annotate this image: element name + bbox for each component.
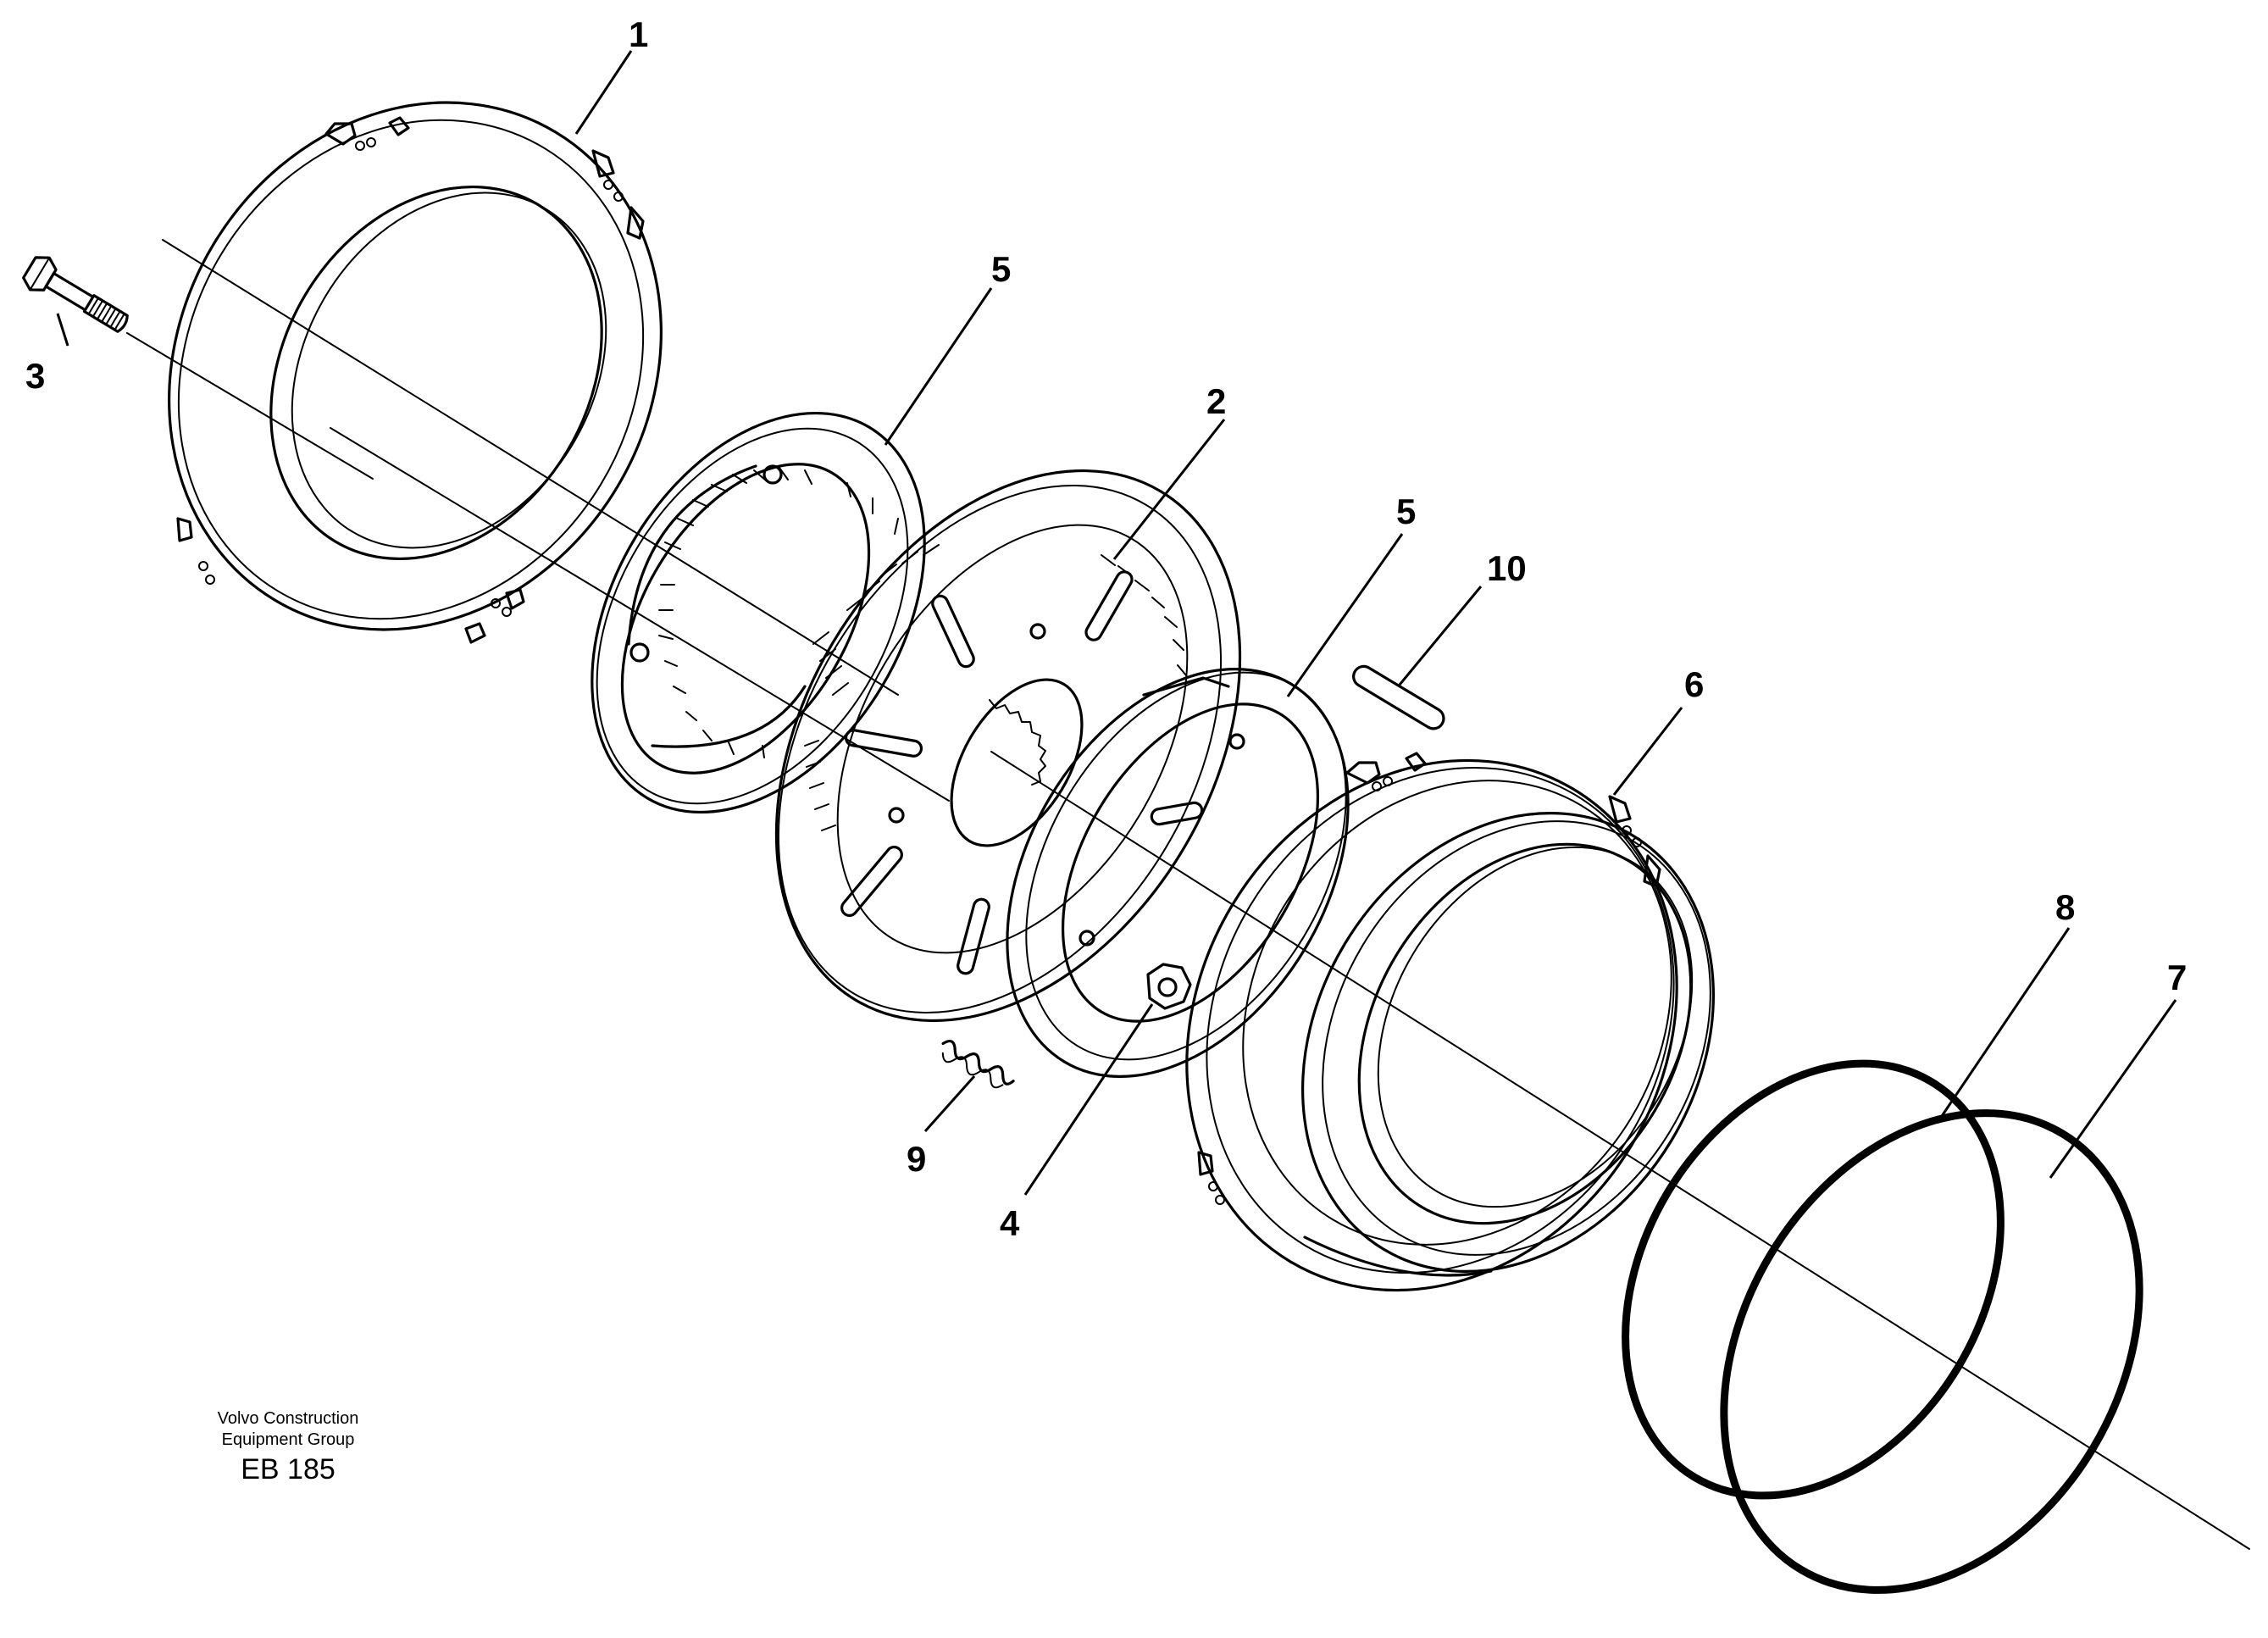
drawing-code: EB 185 (241, 1453, 335, 1485)
callout-8: 8 (2055, 887, 2075, 927)
o-ring-part-7 (1720, 1109, 2143, 1594)
assembly-axis (126, 239, 2250, 1550)
friction-disc-part-2 (774, 469, 1242, 1023)
o-ring-part-8 (1622, 1059, 2005, 1500)
callout-7: 7 (2167, 958, 2187, 997)
bolt-part-3 (22, 256, 129, 333)
callout-1: 1 (629, 14, 648, 54)
callout-labels: 1 2 3 4 5 5 6 7 8 9 10 (25, 14, 2187, 1243)
callout-9: 9 (907, 1139, 926, 1179)
publisher-credit: Volvo Construction Equipment Group EB 18… (169, 1408, 407, 1486)
outer-disc-part-1 (168, 101, 663, 644)
callout-leaders (56, 50, 2177, 1196)
piston-housing-part-6 (1185, 752, 1715, 1292)
credit-line-2: Equipment Group (221, 1430, 355, 1449)
callout-2: 2 (1206, 381, 1226, 421)
credit-line-1: Volvo Construction (217, 1409, 359, 1428)
callout-10: 10 (1487, 548, 1527, 588)
callout-4: 4 (1000, 1203, 1020, 1243)
nut-part-4 (1146, 963, 1192, 1010)
spring-part-9 (941, 1040, 1015, 1089)
spring-ring-part-5-right (1006, 668, 1350, 1078)
callout-3: 3 (25, 356, 45, 396)
callout-6: 6 (1684, 664, 1704, 704)
callout-5-right: 5 (1396, 491, 1416, 531)
callout-5-left: 5 (991, 249, 1011, 289)
pin-part-10 (1352, 664, 1445, 730)
spring-carrier-part-5-left (591, 411, 926, 814)
